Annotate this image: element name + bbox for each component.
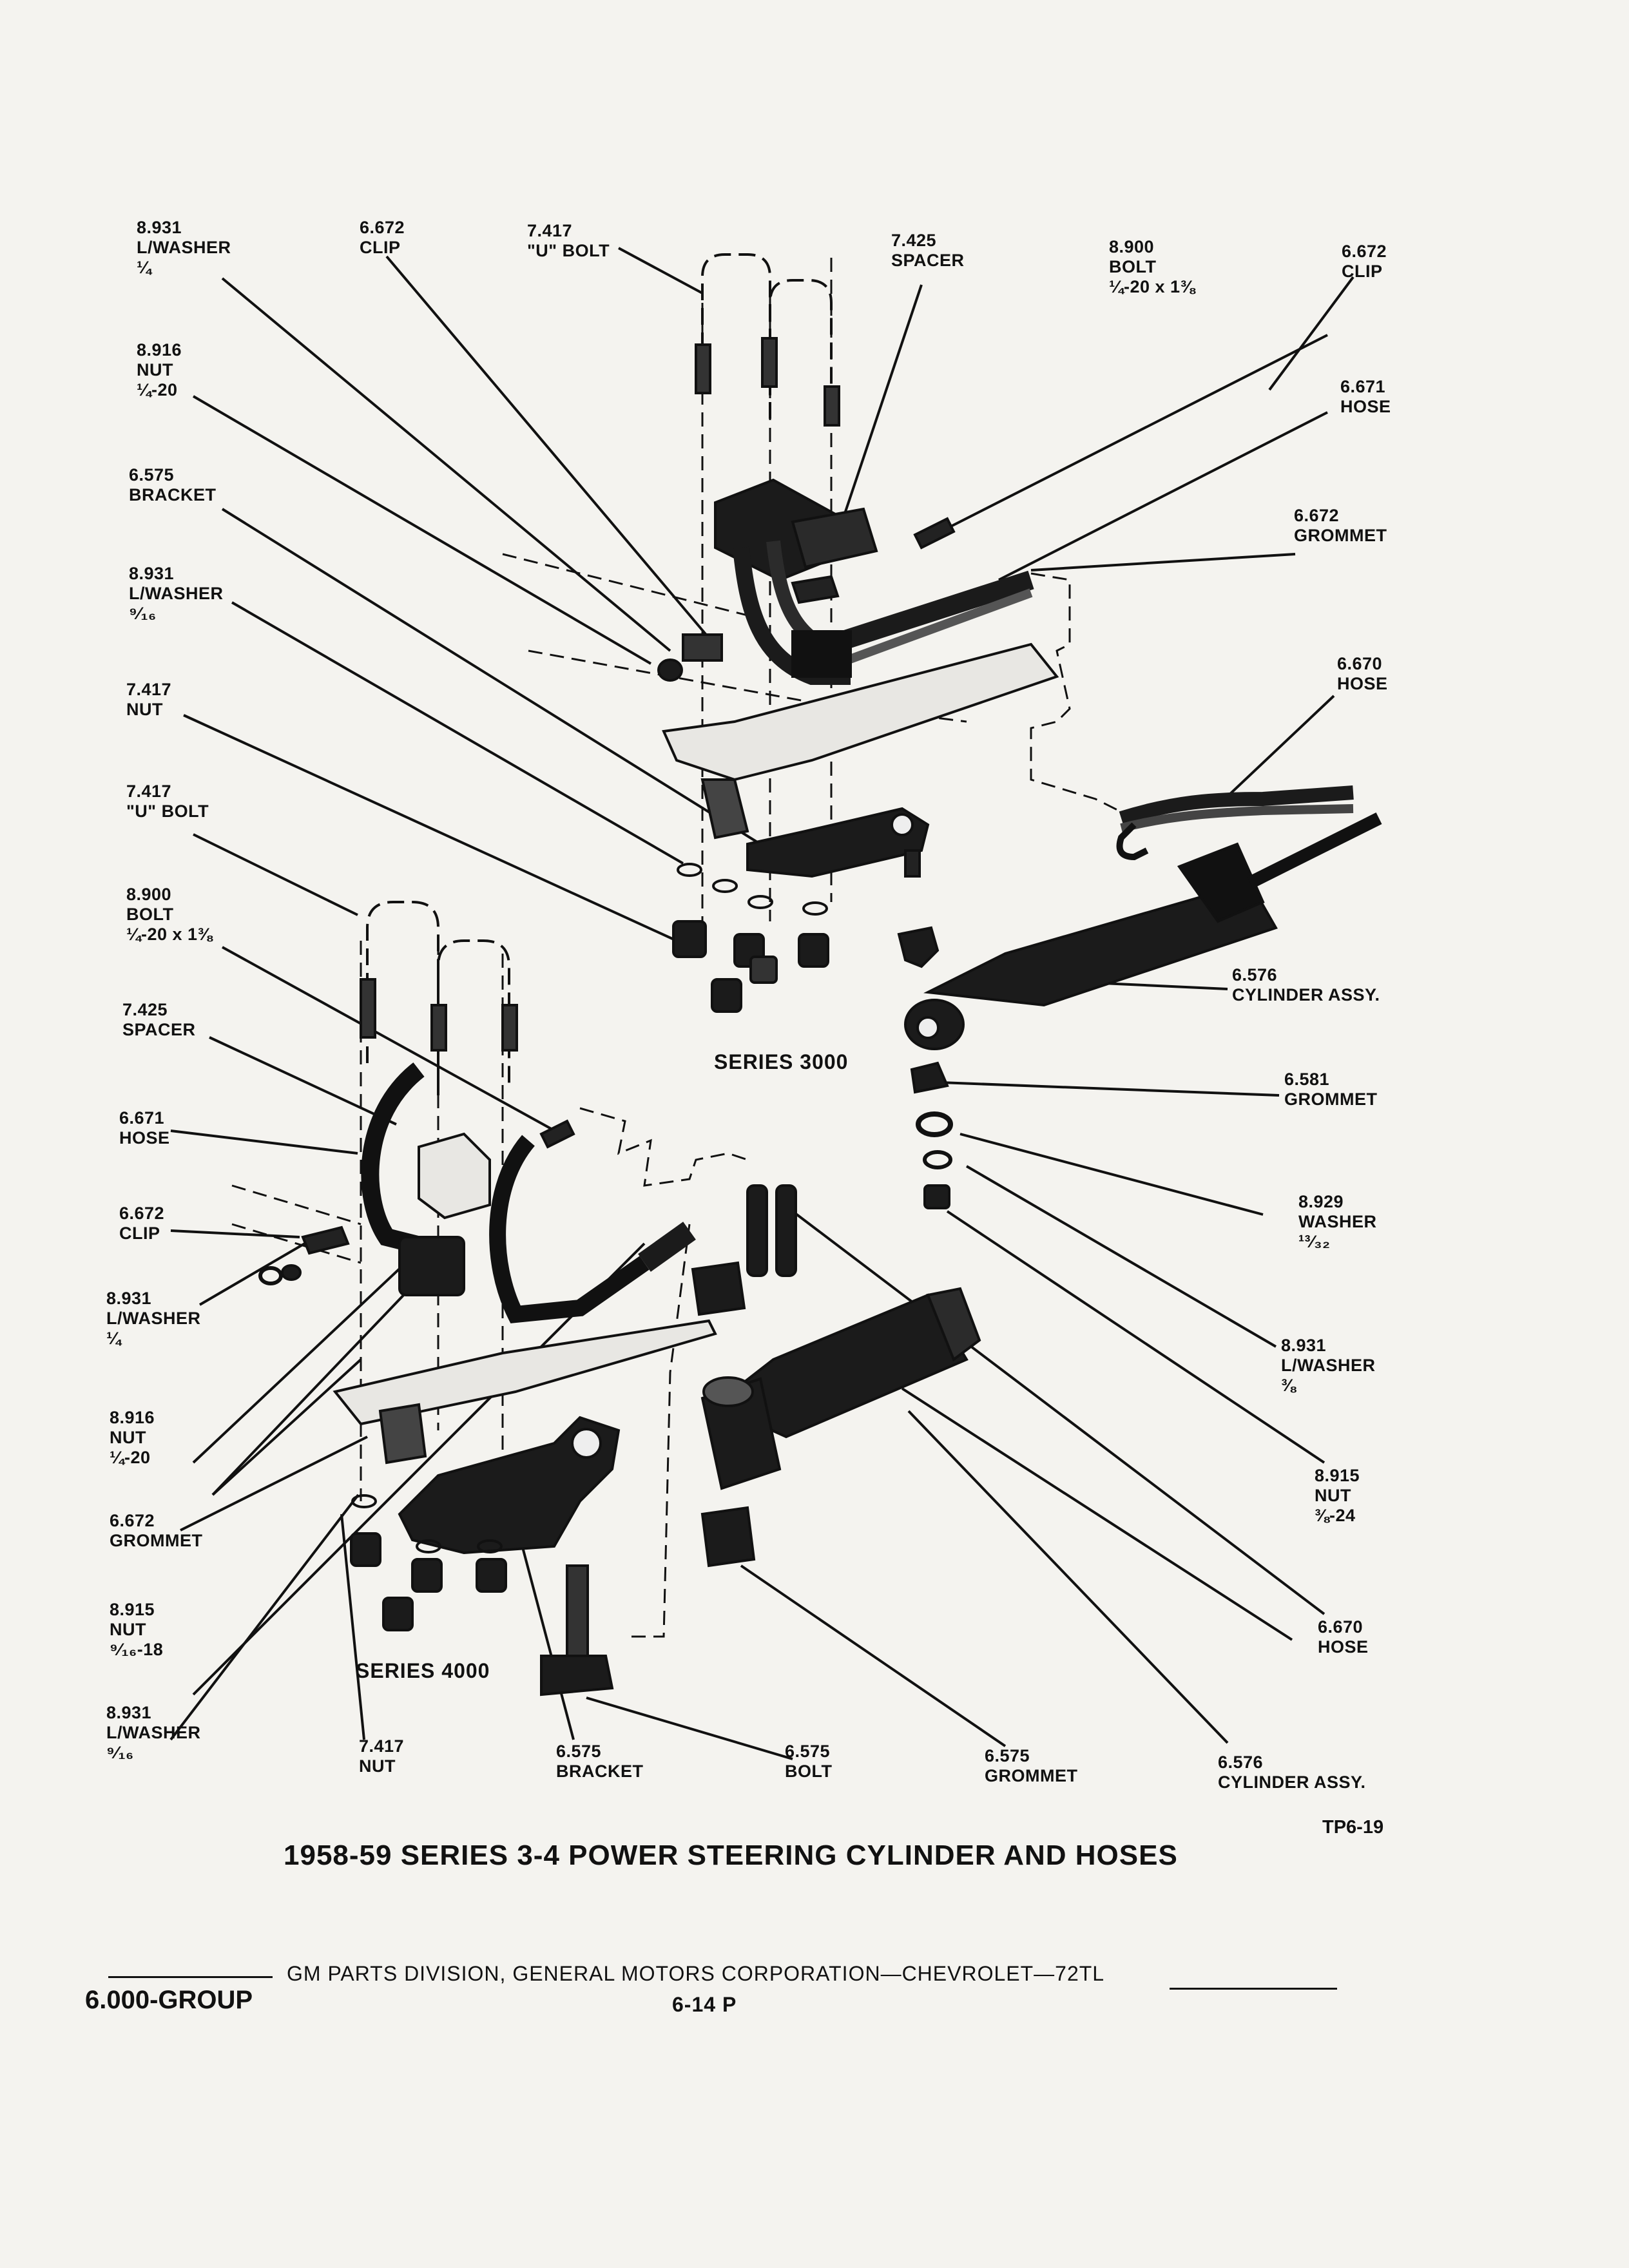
leader-lines (169, 247, 1354, 1760)
figure-title: 1958-59 SERIES 3-4 POWER STEERING CYLIND… (284, 1840, 1178, 1871)
footer-rule-right (1170, 1988, 1337, 1990)
series-3000-assembly (657, 253, 1382, 1209)
series-3000-label: SERIES 3000 (714, 1050, 849, 1073)
footer-page-number: 6-14 P (672, 1993, 737, 2016)
footer-rule-left (108, 1976, 273, 1978)
series-4000-label: SERIES 4000 (356, 1659, 490, 1682)
footer-publisher: GM PARTS DIVISION, GENERAL MOTORS CORPOR… (287, 1962, 1105, 1985)
series-4000-assembly (258, 901, 981, 1696)
callout-u-bolt-lower: 7.417"U" BOLT (126, 782, 209, 821)
figure-code: TP6-19 (1322, 1817, 1384, 1838)
footer-group: 6.000-GROUP (85, 1986, 253, 2014)
callout-u-bolt-top: 7.417"U" BOLT (527, 221, 610, 260)
